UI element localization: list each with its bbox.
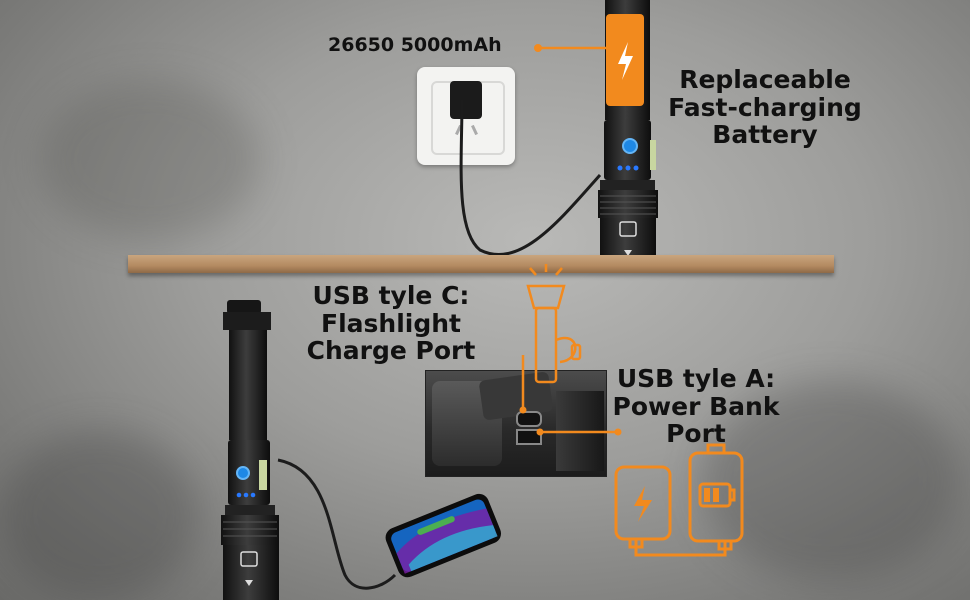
lightning-bolt-icon — [618, 42, 633, 80]
battery-highlight — [606, 14, 644, 106]
bottom-flashlight — [221, 300, 279, 600]
phone-icon — [385, 493, 502, 578]
usb-c-label: USB tyle C: Flashlight Charge Port — [306, 281, 476, 365]
usb-a-label: USB tyle A: Power Bank Port — [612, 364, 780, 448]
power-bank-icon — [614, 443, 744, 557]
wooden-shelf — [128, 255, 834, 273]
battery-spec-label: 26650 5000mAh — [328, 34, 502, 56]
charge-port-closeup — [425, 370, 607, 477]
flashlight-icon — [526, 264, 582, 384]
feature-replaceable-label: Replaceable Fast-charging Battery — [668, 65, 862, 149]
wall-socket-icon — [417, 67, 515, 165]
